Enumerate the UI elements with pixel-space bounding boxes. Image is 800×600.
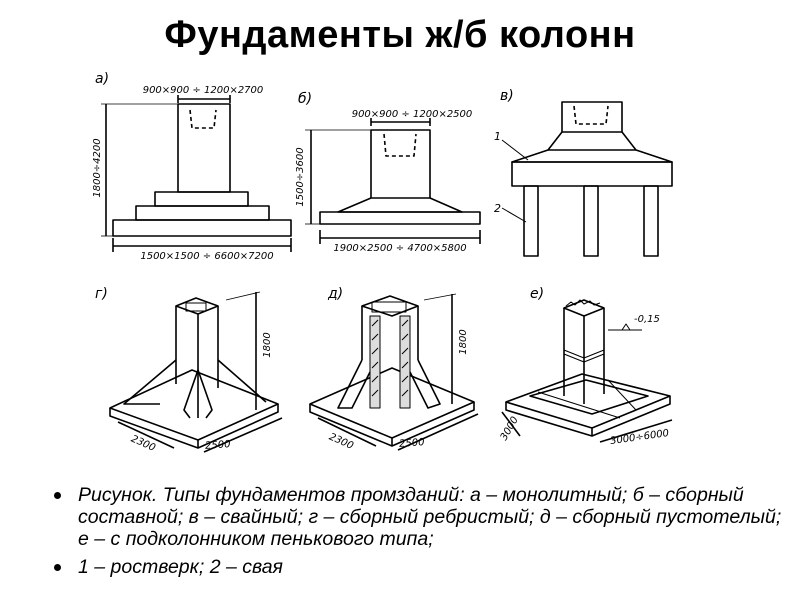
panel-a-height-dim: 1800÷4200 xyxy=(92,138,103,197)
caption-list: Рисунок. Типы фундаментов промзданий: а … xyxy=(52,484,787,578)
panel-v-label-2: 2 xyxy=(494,202,501,215)
panel-g-height-dim: 1800 xyxy=(262,332,273,357)
figure-caption: Рисунок. Типы фундаментов промзданий: а … xyxy=(52,484,787,584)
caption-item-types: Рисунок. Типы фундаментов промзданий: а … xyxy=(54,484,787,550)
panel-e-dim-left: 3000 xyxy=(499,415,521,443)
foundation-figure: а) 900×900 ÷ 1200×2700 1800÷4200 1500×15… xyxy=(92,71,673,454)
panel-b-letter: б) xyxy=(298,91,312,107)
panel-a-base-dim: 1500×1500 ÷ 6600×7200 xyxy=(140,251,273,262)
panel-v-label-1: 1 xyxy=(494,130,501,143)
panel-v-letter: в) xyxy=(500,88,514,104)
panel-a-monolithic: а) 900×900 ÷ 1200×2700 1800÷4200 1500×15… xyxy=(92,71,292,262)
panel-d-dim-right: 2500 xyxy=(399,437,425,450)
panel-a-top-dim: 900×900 ÷ 1200×2700 xyxy=(143,85,264,96)
page-title: Фундаменты ж/б колонн xyxy=(164,14,636,56)
panel-g-dim-right: 2500 xyxy=(205,439,231,452)
panel-d-letter: д) xyxy=(327,286,343,302)
panel-b-height-dim: 1500÷3600 xyxy=(295,147,306,206)
caption-item-legend: 1 – ростверк; 2 – свая xyxy=(54,556,787,578)
panel-b-top-dim: 900×900 ÷ 1200×2500 xyxy=(352,109,473,120)
panel-d-hollow: д) 1800 2300 2500 xyxy=(309,286,479,452)
panel-e-dim-level: -0,15 xyxy=(634,314,660,325)
panel-g-dim-left: 2300 xyxy=(129,434,157,454)
panel-e-socket: е) -0,15 3000 3000÷6000 xyxy=(499,286,673,447)
panel-a-letter: а) xyxy=(95,71,109,87)
panel-v-pile: в) 1 2 xyxy=(494,88,673,257)
panel-b-base-dim: 1900×2500 ÷ 4700×5800 xyxy=(333,243,466,254)
panel-b-precast-composite: б) 900×900 ÷ 1200×2500 1500÷3600 1900×25… xyxy=(295,91,481,254)
panel-e-letter: е) xyxy=(530,286,544,302)
panel-g-letter: г) xyxy=(95,286,108,302)
panel-g-ribbed: г) 1800 2300 2500 xyxy=(95,286,283,454)
panel-e-dim-right: 3000÷6000 xyxy=(610,428,670,447)
panel-d-height-dim: 1800 xyxy=(458,329,469,354)
